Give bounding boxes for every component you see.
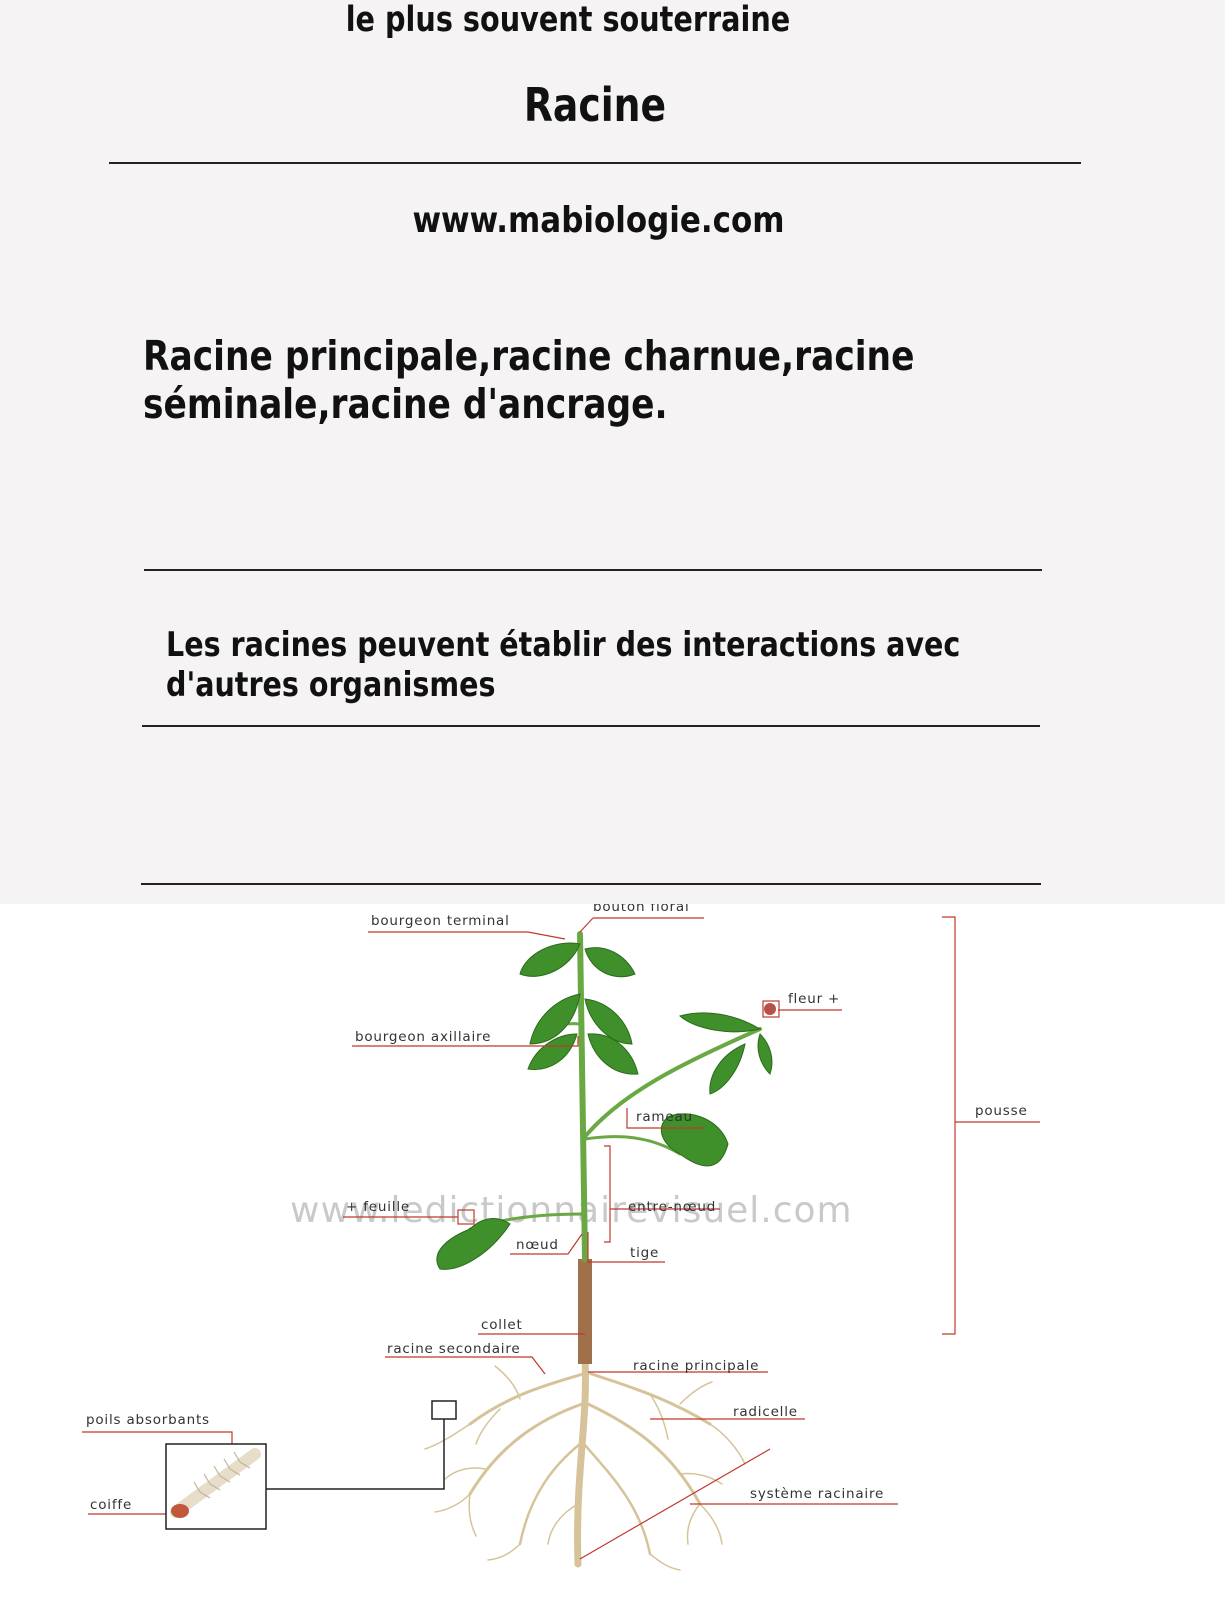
label-racine-secondaire: racine secondaire [387,1341,520,1357]
label-bourgeon-axillaire: bourgeon axillaire [355,1029,491,1045]
label-feuille: + feuille [346,1199,410,1215]
label-pousse: pousse [975,1103,1028,1119]
page-title: Racine [523,78,667,132]
header-panel: Racine www.mabiologie.com Racine princip… [0,0,1225,904]
underground-text: le plus souvent souterraine [345,0,791,40]
label-tige: tige [630,1245,659,1261]
leaves [436,942,773,1270]
label-systeme-racinaire: système racinaire [750,1486,884,1502]
leader-lines [82,916,1040,1560]
label-radicelle: radicelle [733,1404,798,1420]
watermark: www.ledictionnairevisuel.com [290,1190,853,1231]
divider [144,569,1042,571]
root-types-text: Racine principale,racine charnue,racine … [143,332,915,428]
label-poils-absorbants: poils absorbants [86,1412,210,1428]
root-system [424,1355,746,1571]
label-bourgeon-terminal: bourgeon terminal [371,913,510,929]
diagram-labels: bourgeon terminal bouton floral fleur + … [86,904,1028,1513]
label-racine-principale: racine principale [633,1358,759,1374]
lower-stem [578,1259,592,1364]
interactions-text: Les racines peuvent établir des interact… [166,625,961,705]
label-rameau: rameau [636,1109,693,1125]
label-fleur: fleur + [788,991,840,1007]
label-noeud: nœud [516,1237,559,1253]
label-collet: collet [481,1317,523,1333]
plant-diagram: www.ledictionnairevisuel.com [82,904,1040,1571]
label-coiffe: coiffe [90,1497,132,1513]
divider [141,883,1041,885]
root-tip-detail [170,1448,261,1518]
divider [109,162,1081,164]
flower [764,1003,776,1015]
label-entre-noeud: entre-nœud [628,1199,716,1215]
website-link[interactable]: www.mabiologie.com [412,200,785,241]
label-bouton-floral: bouton floral [593,904,690,915]
stem [468,931,762,1262]
divider [142,725,1040,727]
